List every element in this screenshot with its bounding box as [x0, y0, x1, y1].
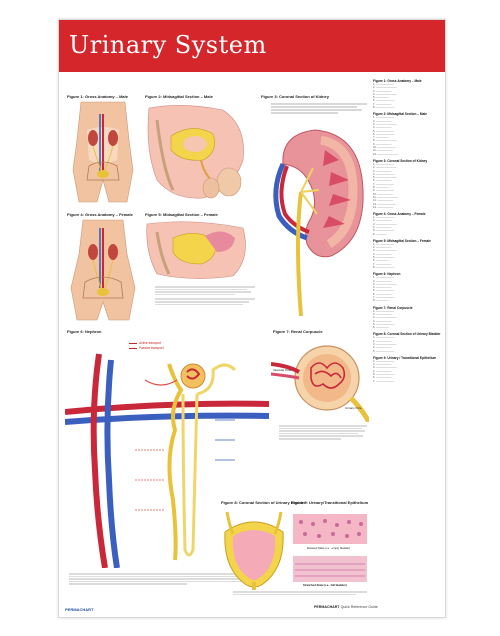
nephron-illustration [65, 353, 269, 568]
index-head-3: Figure 3: Coronal Section of Kidney [373, 158, 428, 163]
relaxed-state-label: Relaxed State (i.e., empty bladder) [307, 546, 351, 550]
epithelium-illustration [293, 514, 367, 582]
epithelium-description-text [233, 590, 367, 600]
figure-9-label: Figure 9: Urinary/Transitional Epitheliu… [291, 500, 369, 505]
index-head-6: Figure 6: Nephron [373, 272, 401, 277]
legend-passive-transport: Passive transport [139, 346, 164, 350]
index-head-1: Figure 1: Gross Anatomy – Male [373, 79, 422, 83]
index-head-4: Figure 4: Gross Anatomy – Female [373, 212, 426, 217]
index-head-2: Figure 2: Midsagittal Section – Male [373, 112, 428, 117]
male-anatomy-illustration [72, 101, 134, 203]
title-bar: Urinary System [59, 20, 445, 72]
transport-legend: Active transport Passive transport [129, 341, 164, 351]
footer-series: Quick Reference Guide [340, 605, 378, 609]
index-head-8: Figure 8: Coronal Section of Urinary Bla… [373, 332, 441, 337]
vascular-pole-label: Vascular Pole [273, 368, 292, 372]
figure-1-label: Figure 1: Gross Anatomy – Male [67, 94, 128, 99]
bladder-coronal-illustration [224, 511, 284, 590]
stretched-state-label: Stretched State (i.e., full bladder) [303, 583, 347, 587]
poster: Urinary System Figure 1: Gross Anatomy –… [58, 19, 446, 618]
bladder-description-text [155, 285, 255, 321]
footer-brand-right: PERMACHART Quick Reference Guide [314, 605, 378, 609]
figure-6-label: Figure 6: Nephron [67, 329, 102, 334]
reference-index: Figure 1: Gross Anatomy – Male 1. ——————… [373, 76, 443, 566]
nephron-description-text [69, 572, 265, 594]
footer-brand-left: PERMACHART [65, 607, 94, 612]
index-head-7: Figure 7: Renal Corpuscle [373, 305, 413, 310]
male-sagittal-illustration [147, 105, 244, 199]
figure-5-label: Figure 5: Midsagittal Section – Female [145, 212, 218, 217]
footer-brand-name: PERMACHART [314, 605, 340, 609]
index-head-5: Figure 5: Midsagittal Section – Female [373, 238, 431, 243]
legend-active-transport: Active transport [139, 341, 162, 345]
urinary-pole-label: Urinary Pole [345, 406, 362, 410]
female-anatomy-illustration [70, 219, 136, 321]
figure-4-label: Figure 4: Gross Anatomy – Female [67, 212, 133, 217]
renal-corpuscle-illustration [271, 345, 369, 422]
figure-3-label: Figure 3: Coronal Section of Kidney [261, 94, 330, 99]
figure-2-label: Figure 2: Midsagittal Section – Male [145, 94, 213, 99]
index-head-9: Figure 9: Urinary / Transitional Epithel… [373, 355, 437, 360]
female-sagittal-illustration [146, 221, 246, 279]
kidney-coronal-illustration [273, 129, 364, 316]
kidney-description-text [271, 102, 367, 120]
figure-8-label: Figure 8: Coronal Section of Urinary Bla… [221, 500, 306, 505]
corpuscle-description-text [279, 424, 367, 452]
poster-title: Urinary System [69, 31, 267, 59]
figure-7-label: Figure 7: Renal Corpuscle [273, 329, 323, 334]
